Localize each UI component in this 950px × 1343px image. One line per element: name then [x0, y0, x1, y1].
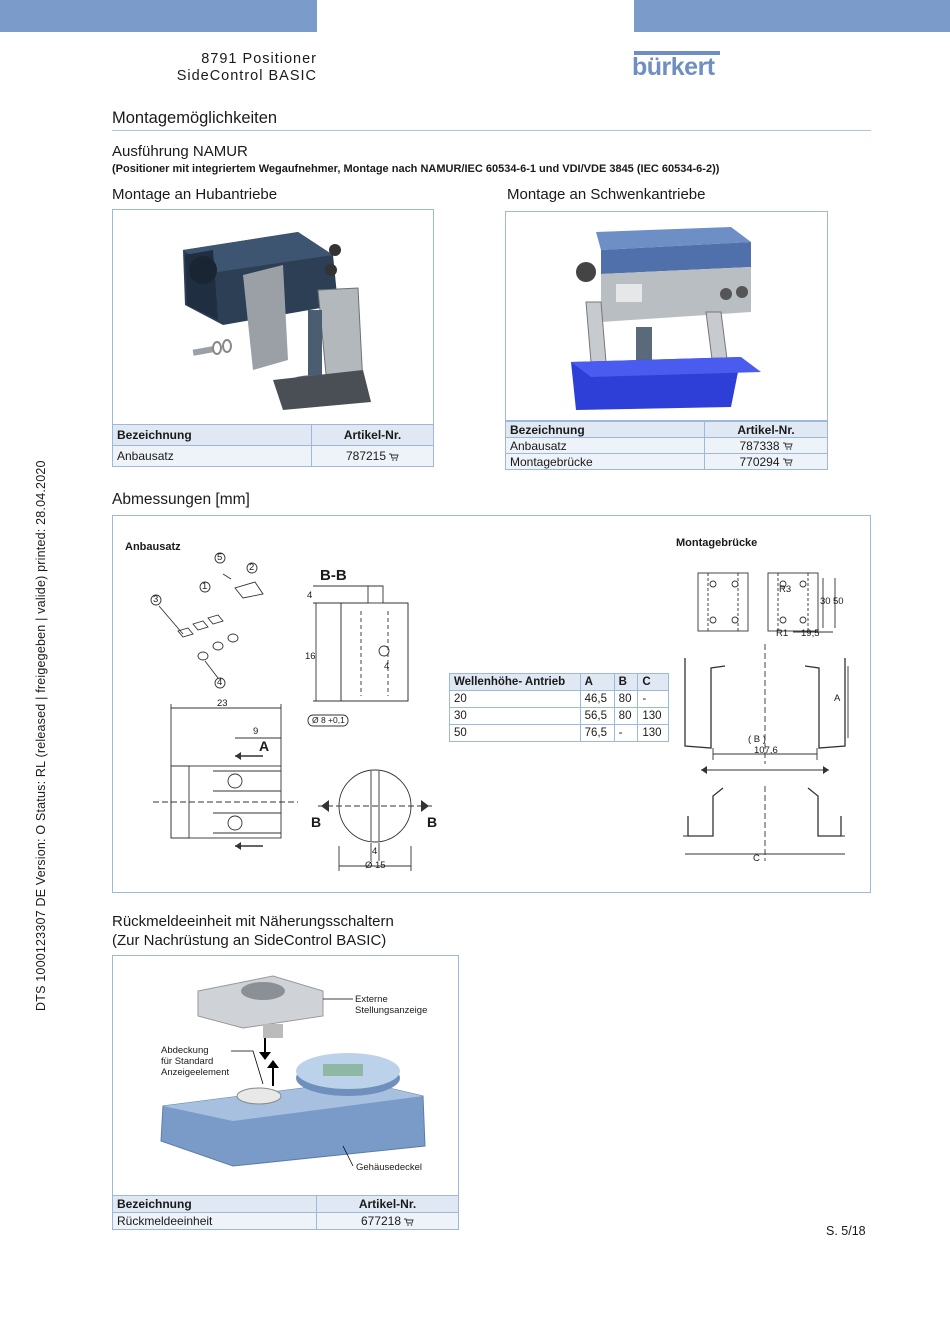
table-row: 30 56,5 80 130 — [449, 707, 669, 725]
callout-1: 1 — [202, 581, 208, 592]
linear-article-table: Bezeichnung Artikel-Nr. Anbausatz 787215 — [112, 424, 434, 467]
col-header-designation: Bezeichnung — [112, 1195, 317, 1213]
label-housing-cover: Gehäusedeckel — [356, 1162, 423, 1173]
designation-cell: Montagebrücke — [505, 453, 705, 470]
label-external-indicator-1: Externe — [355, 994, 388, 1005]
article-number-link[interactable]: 787338 — [739, 438, 780, 453]
product-name-line2: SideControl BASIC — [176, 68, 317, 84]
table-row: Anbausatz 787338 — [505, 437, 828, 454]
dim-50: 50 — [833, 596, 844, 607]
dimension-drawings — [150, 552, 849, 871]
linear-mounting-image — [112, 209, 434, 425]
dim-9: 9 — [253, 726, 259, 737]
dim-c: C — [753, 853, 760, 864]
shopping-cart-icon[interactable] — [389, 453, 399, 461]
shopping-cart-icon[interactable] — [782, 458, 793, 467]
label-external-indicator-2: Stellungsanzeige — [355, 1005, 428, 1016]
callout-3: 3 — [153, 594, 159, 605]
dim-a: A — [834, 693, 841, 704]
callout-2: 2 — [249, 562, 255, 573]
shopping-cart-icon[interactable] — [404, 1218, 414, 1226]
table-row: Montagebrücke 770294 — [505, 453, 828, 470]
table-row: 20 46,5 80 - — [449, 690, 669, 708]
dim-4-side: 4 — [384, 661, 390, 672]
feedback-article-table: Bezeichnung Artikel-Nr. Rückmeldeeinheit… — [112, 1195, 459, 1230]
col-header-article: Artikel-Nr. — [704, 421, 828, 438]
dimensions-drawing-box: Anbausatz Montagebrücke — [112, 515, 871, 893]
anbausatz-label: Anbausatz — [125, 541, 181, 553]
product-name-line1: 8791 Positioner — [201, 51, 317, 67]
dim-30: 30 — [820, 596, 831, 607]
label-cover-3: Anzeigeelement — [161, 1067, 230, 1078]
dim-19-5: 19,5 — [801, 628, 820, 639]
linear-kit-illustration — [183, 232, 371, 410]
designation-cell: Anbausatz — [505, 437, 705, 454]
label-cover-2: für Standard — [161, 1056, 214, 1067]
article-number-link[interactable]: 787215 — [345, 449, 387, 463]
dim-107-6: 107,6 — [754, 745, 778, 756]
dim-23: 23 — [217, 698, 228, 709]
header-bar-right — [634, 0, 950, 32]
feedback-unit-illustration — [160, 975, 426, 1167]
article-number-link[interactable]: 770294 — [739, 454, 780, 469]
table-row: 50 76,5 - 130 — [449, 724, 669, 742]
rotary-article-table: Bezeichnung Artikel-Nr. Anbausatz 787338… — [505, 421, 828, 470]
section-title-mounting: Montagemöglichkeiten — [112, 109, 278, 127]
callout-5: 5 — [217, 552, 223, 563]
col-header-designation: Bezeichnung — [112, 424, 312, 446]
callout-4: 4 — [217, 677, 223, 688]
designation-cell: Rückmeldeeinheit — [112, 1212, 317, 1230]
page-number: S. 5/18 — [826, 1224, 866, 1238]
dim-r1: R1 — [776, 628, 789, 639]
rotary-actuator-title: Montage an Schwenkantriebe — [507, 186, 706, 203]
section-rule — [112, 130, 871, 131]
col-header-a: A — [579, 673, 615, 691]
label-cover-1: Abdeckung — [161, 1045, 209, 1056]
table-row: Anbausatz 787215 — [112, 445, 434, 467]
rotary-kit-illustration — [571, 227, 761, 410]
brand-logo: bürkert — [632, 51, 724, 81]
col-header-designation: Bezeichnung — [505, 421, 705, 438]
dim-4-top: 4 — [307, 590, 313, 601]
dim-bore: Ø 8 +0,1 — [312, 715, 345, 725]
header-bar-left — [0, 0, 317, 32]
document-status-text: DTS 1000123307 DE Version: O Status: RL … — [34, 460, 48, 1011]
section-bb-label: B-B — [320, 567, 347, 584]
section-title-feedback: Rückmeldeeinheit mit Näherungsschaltern — [112, 913, 394, 930]
view-a-label: A — [259, 738, 270, 754]
designation-cell: Anbausatz — [112, 445, 312, 467]
view-b-left: B — [311, 814, 322, 830]
shopping-cart-icon[interactable] — [782, 442, 793, 451]
section-title-dimensions: Abmessungen [mm] — [112, 491, 250, 508]
article-number-link[interactable]: 677218 — [360, 1214, 402, 1228]
brand-name: bürkert — [632, 53, 715, 81]
feedback-subtitle: (Zur Nachrüstung an SideControl BASIC) — [112, 932, 387, 949]
rotary-mounting-image — [505, 211, 828, 421]
shaft-height-table: Wellenhöhe- Antrieb A B C 20 46,5 80 - 3… — [449, 673, 669, 742]
variant-title: Ausführung NAMUR — [112, 143, 248, 160]
view-b-right: B — [427, 814, 438, 830]
col-header-article: Artikel-Nr. — [311, 424, 434, 446]
dim-4-bottom: 4 — [372, 846, 378, 857]
montagebruecke-label: Montagebrücke — [676, 537, 758, 549]
table-row: Rückmeldeeinheit 677218 — [112, 1212, 459, 1230]
dim-b: ( B ) — [748, 734, 766, 745]
dim-r3: R3 — [779, 584, 792, 595]
linear-actuator-title: Montage an Hubantriebe — [112, 186, 278, 203]
col-header-shaft-height: Wellenhöhe- Antrieb — [449, 673, 581, 691]
col-header-b: B — [613, 673, 639, 691]
col-header-article: Artikel-Nr. — [316, 1195, 459, 1213]
dim-16: 16 — [305, 651, 316, 662]
col-header-c: C — [637, 673, 669, 691]
variant-note: (Positioner mit integriertem Wegaufnehme… — [112, 163, 720, 175]
feedback-unit-image: Externe Stellungsanzeige Abdeckung für S… — [112, 955, 459, 1197]
dim-d15: Ø 15 — [365, 860, 386, 871]
